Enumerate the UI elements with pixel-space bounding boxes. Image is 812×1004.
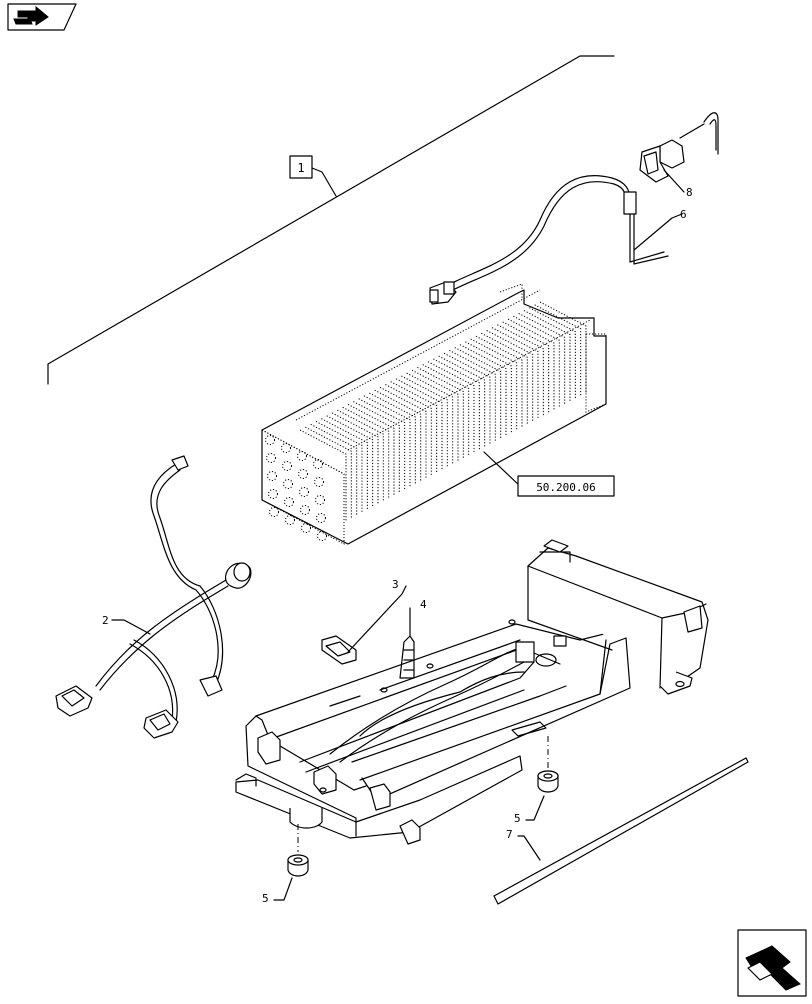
fin-line xyxy=(422,364,470,457)
fin-line xyxy=(342,406,390,500)
tube-hole xyxy=(299,487,309,497)
fin-line xyxy=(358,398,406,491)
fin-line xyxy=(438,355,486,449)
fin-line xyxy=(401,375,448,468)
fin-line xyxy=(433,358,480,451)
tube-hole xyxy=(284,497,294,507)
tube-hole xyxy=(281,443,291,453)
svg-text:50.200.06: 50.200.06 xyxy=(536,481,596,494)
next-page-arrow-icon[interactable] xyxy=(737,929,807,997)
tube-hole xyxy=(297,451,307,461)
svg-text:5: 5 xyxy=(262,892,269,905)
fin-line xyxy=(390,381,438,474)
fin-line xyxy=(305,426,352,520)
fin-line xyxy=(529,307,576,400)
fin-line xyxy=(502,321,550,414)
mount-part-5-lower: 5 xyxy=(262,824,309,905)
fin-line xyxy=(347,403,395,497)
heater-core-tube-holes xyxy=(265,435,327,541)
fin-line xyxy=(374,389,422,483)
group-bracket-line xyxy=(47,55,615,385)
tube-hole xyxy=(298,469,308,479)
tube-hole xyxy=(267,471,277,481)
heater-core-assembly xyxy=(261,283,607,545)
fin-line xyxy=(470,338,518,431)
fin-line xyxy=(379,386,427,480)
harness-part-2: 2 xyxy=(55,455,252,739)
svg-text:6: 6 xyxy=(680,208,687,221)
mount-part-5-upper: 5 xyxy=(514,736,559,825)
fin-line xyxy=(539,301,587,394)
tube-hole xyxy=(266,453,276,463)
fin-line xyxy=(481,332,528,426)
fin-line xyxy=(310,423,358,517)
fin-line xyxy=(385,384,432,477)
svg-text:7: 7 xyxy=(506,828,513,841)
strip-part-7: 7 xyxy=(493,757,749,905)
fin-line xyxy=(337,409,384,503)
tube-hole xyxy=(285,515,295,525)
fin-line xyxy=(406,372,454,466)
book-nav-icon[interactable] xyxy=(7,3,77,31)
fin-line xyxy=(363,395,411,488)
wire-part-6: 6 xyxy=(429,175,687,305)
tube-hole xyxy=(316,513,326,523)
fin-line xyxy=(443,352,491,446)
svg-text:5: 5 xyxy=(514,812,521,825)
fin-line xyxy=(369,392,416,486)
tube-hole xyxy=(314,477,324,487)
tube-hole xyxy=(282,461,292,471)
sensor-part-4: 4 xyxy=(399,598,427,679)
fin-line xyxy=(513,315,560,409)
svg-text:1: 1 xyxy=(297,161,304,175)
fin-line xyxy=(331,412,379,505)
tube-hole xyxy=(317,531,327,541)
fin-line xyxy=(518,312,566,406)
tube-hole xyxy=(269,507,279,517)
fin-line xyxy=(321,418,368,511)
fin-line xyxy=(353,401,400,494)
tube-hole xyxy=(283,479,293,489)
heater-core-fins xyxy=(299,301,587,522)
fin-line xyxy=(459,344,507,437)
fin-line xyxy=(417,366,464,460)
tube-hole xyxy=(265,435,275,445)
fin-line xyxy=(299,429,347,522)
tube-hole xyxy=(315,495,325,505)
tube-hole xyxy=(300,505,310,515)
fin-line xyxy=(454,347,502,440)
svg-text:2: 2 xyxy=(102,614,109,627)
svg-text:3: 3 xyxy=(392,578,399,591)
svg-text:4: 4 xyxy=(420,598,427,611)
fin-line xyxy=(475,335,523,429)
callout-core-ref: 50.200.06 xyxy=(483,451,615,497)
tube-hole xyxy=(268,489,278,499)
fin-line xyxy=(491,327,539,420)
tube-hole xyxy=(301,523,311,533)
fin-line xyxy=(326,415,374,508)
fin-line xyxy=(315,421,363,514)
fin-line xyxy=(507,318,555,412)
tube-hole xyxy=(313,459,323,469)
fin-line xyxy=(534,304,582,397)
fin-line xyxy=(523,310,571,403)
fin-line xyxy=(449,349,496,443)
fin-line xyxy=(427,361,475,454)
fin-line xyxy=(395,378,443,471)
fin-line xyxy=(411,369,459,463)
svg-text:8: 8 xyxy=(686,186,693,199)
clip-part-3: 3 xyxy=(321,578,407,665)
callout-1: 1 xyxy=(289,155,337,197)
fin-line xyxy=(486,330,534,423)
connector-part-8: 8 xyxy=(639,112,719,199)
heater-housing xyxy=(235,539,709,845)
fin-line xyxy=(497,324,544,417)
fin-line xyxy=(465,341,512,434)
